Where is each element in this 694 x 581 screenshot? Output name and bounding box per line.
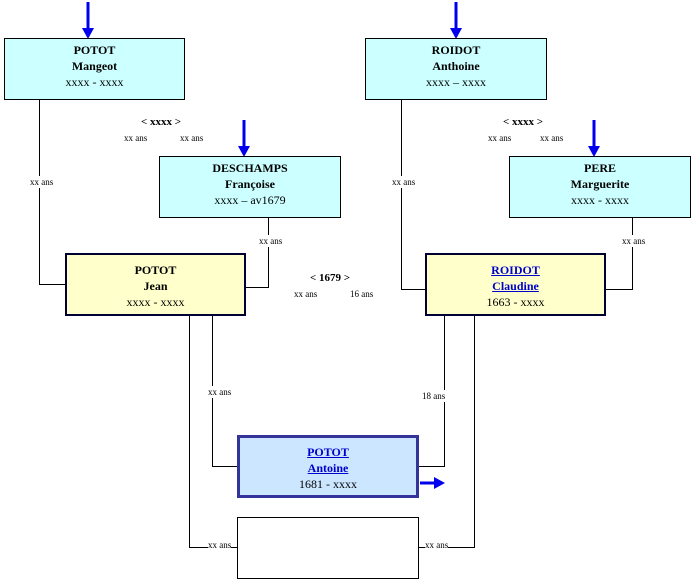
person-box-francoise[interactable]: DESCHAMPS Françoise xxxx – av1679 (159, 156, 341, 218)
age-label: xx ans (425, 539, 449, 551)
life-dates: xxxx - xxxx (126, 295, 185, 309)
ancestor-arrow-icon[interactable] (588, 120, 600, 158)
marriage-date-right: < xxxx > (503, 116, 544, 128)
marriage-date-center: < 1679 > (310, 272, 351, 284)
person-box-marguerite[interactable]: PERE Marguerite xxxx - xxxx (509, 156, 691, 218)
life-dates: 1663 - xxxx (486, 295, 545, 309)
age-label: xx ans (259, 235, 283, 247)
person-box-jean[interactable]: POTOT Jean xxxx - xxxx (65, 253, 246, 316)
life-dates: xxxx - xxxx (571, 193, 629, 207)
given-name: Marguerite (570, 177, 630, 191)
line-francoise-down (268, 217, 269, 287)
surname: POTOT (134, 263, 177, 277)
marriage-age-husband-center: xx ans (294, 289, 318, 299)
marriage-age-wife-center: 16 ans (350, 289, 374, 299)
surname-link[interactable]: POTOT (307, 445, 349, 459)
marriage-date-left: < xxxx > (141, 116, 182, 128)
line-marguerite-to-claudine (605, 289, 633, 290)
age-label: xx ans (208, 539, 232, 551)
descendant-arrow-icon[interactable] (420, 476, 446, 490)
life-dates: xxxx – xxxx (426, 75, 486, 89)
spouse-box-empty (237, 517, 419, 579)
ancestor-arrow-icon[interactable] (82, 2, 94, 40)
surname-link[interactable]: ROIDOT (491, 263, 540, 277)
marriage-age-wife-right: xx ans (540, 133, 564, 143)
line-francoise-to-jean (245, 287, 269, 288)
given-name-link[interactable]: Claudine (492, 279, 539, 293)
line-jean-to-spouse (189, 316, 190, 547)
marriage-age-wife-left: xx ans (180, 133, 204, 143)
age-label: xx ans (30, 176, 54, 188)
age-label: xx ans (392, 176, 416, 188)
line-jean-to-antoine-h (212, 466, 238, 467)
line-claudine-to-spouse (474, 316, 475, 547)
person-box-anthoine[interactable]: ROIDOT Anthoine xxxx – xxxx (365, 38, 547, 100)
ancestor-arrow-icon[interactable] (238, 120, 250, 158)
marriage-age-husband-right: xx ans (488, 133, 512, 143)
line-mangeot-down (39, 99, 40, 284)
age-label: xx ans (622, 235, 646, 247)
life-dates: 1681 - xxxx (299, 477, 357, 491)
life-dates: xxxx - xxxx (65, 75, 124, 89)
age-label: 18 ans (422, 390, 446, 402)
line-anthoine-down (401, 99, 402, 289)
surname: ROIDOT (431, 43, 481, 57)
person-box-claudine[interactable]: ROIDOT Claudine 1663 - xxxx (425, 253, 606, 316)
surname: PERE (583, 161, 616, 175)
given-name: Anthoine (432, 59, 480, 73)
person-box-antoine[interactable]: POTOT Antoine 1681 - xxxx (237, 435, 419, 498)
given-name: Jean (143, 279, 168, 293)
given-name-link[interactable]: Antoine (307, 461, 349, 475)
person-box-mangeot[interactable]: POTOT Mangeot xxxx - xxxx (4, 38, 185, 100)
line-claudine-to-antoine-h (418, 466, 445, 467)
line-mangeot-to-jean (39, 284, 66, 285)
ancestor-arrow-icon[interactable] (450, 2, 462, 40)
given-name: Mangeot (71, 59, 118, 73)
marriage-age-husband-left: xx ans (124, 133, 148, 143)
line-marguerite-down (632, 217, 633, 289)
life-dates: xxxx – av1679 (214, 193, 286, 207)
age-label: xx ans (208, 386, 232, 398)
surname: POTOT (73, 43, 116, 57)
given-name: Françoise (225, 177, 275, 191)
line-anthoine-to-claudine (401, 289, 426, 290)
surname: DESCHAMPS (212, 161, 288, 175)
